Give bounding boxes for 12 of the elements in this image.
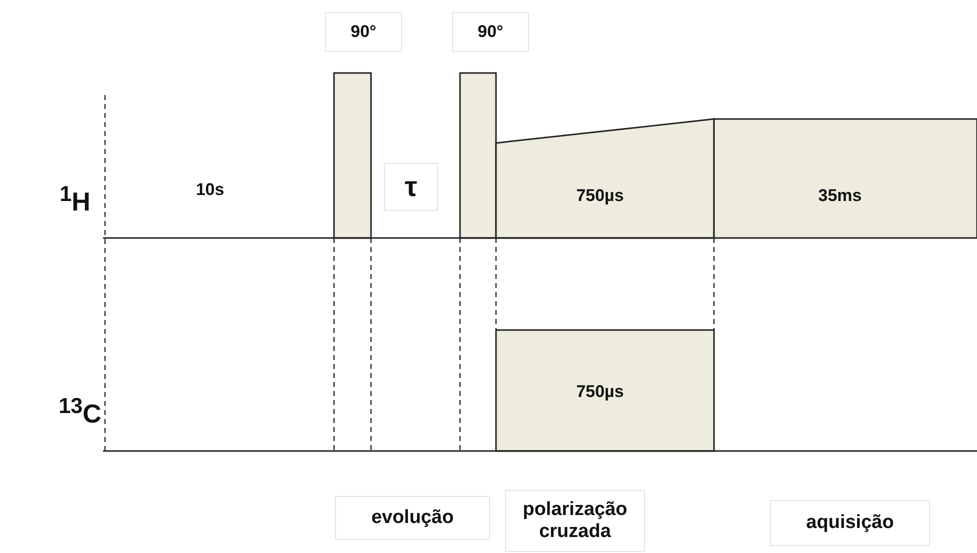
pulse-angle-label: 90° bbox=[325, 12, 402, 52]
duration-label: 750µs bbox=[575, 185, 625, 208]
delay-label: τ bbox=[384, 163, 438, 211]
period-label: aquisição bbox=[770, 500, 930, 546]
nucleus-label: $^{13}$C bbox=[58, 392, 102, 431]
nucleus-label: $^{1}$H bbox=[58, 180, 92, 219]
duration-label: 10s bbox=[194, 179, 226, 202]
duration-label: 35ms bbox=[817, 185, 863, 208]
period-label: evolução bbox=[335, 496, 490, 540]
duration-label: 750µs bbox=[575, 381, 625, 404]
period-label: polarização cruzada bbox=[505, 490, 645, 552]
pulse-angle-label: 90° bbox=[452, 12, 529, 52]
